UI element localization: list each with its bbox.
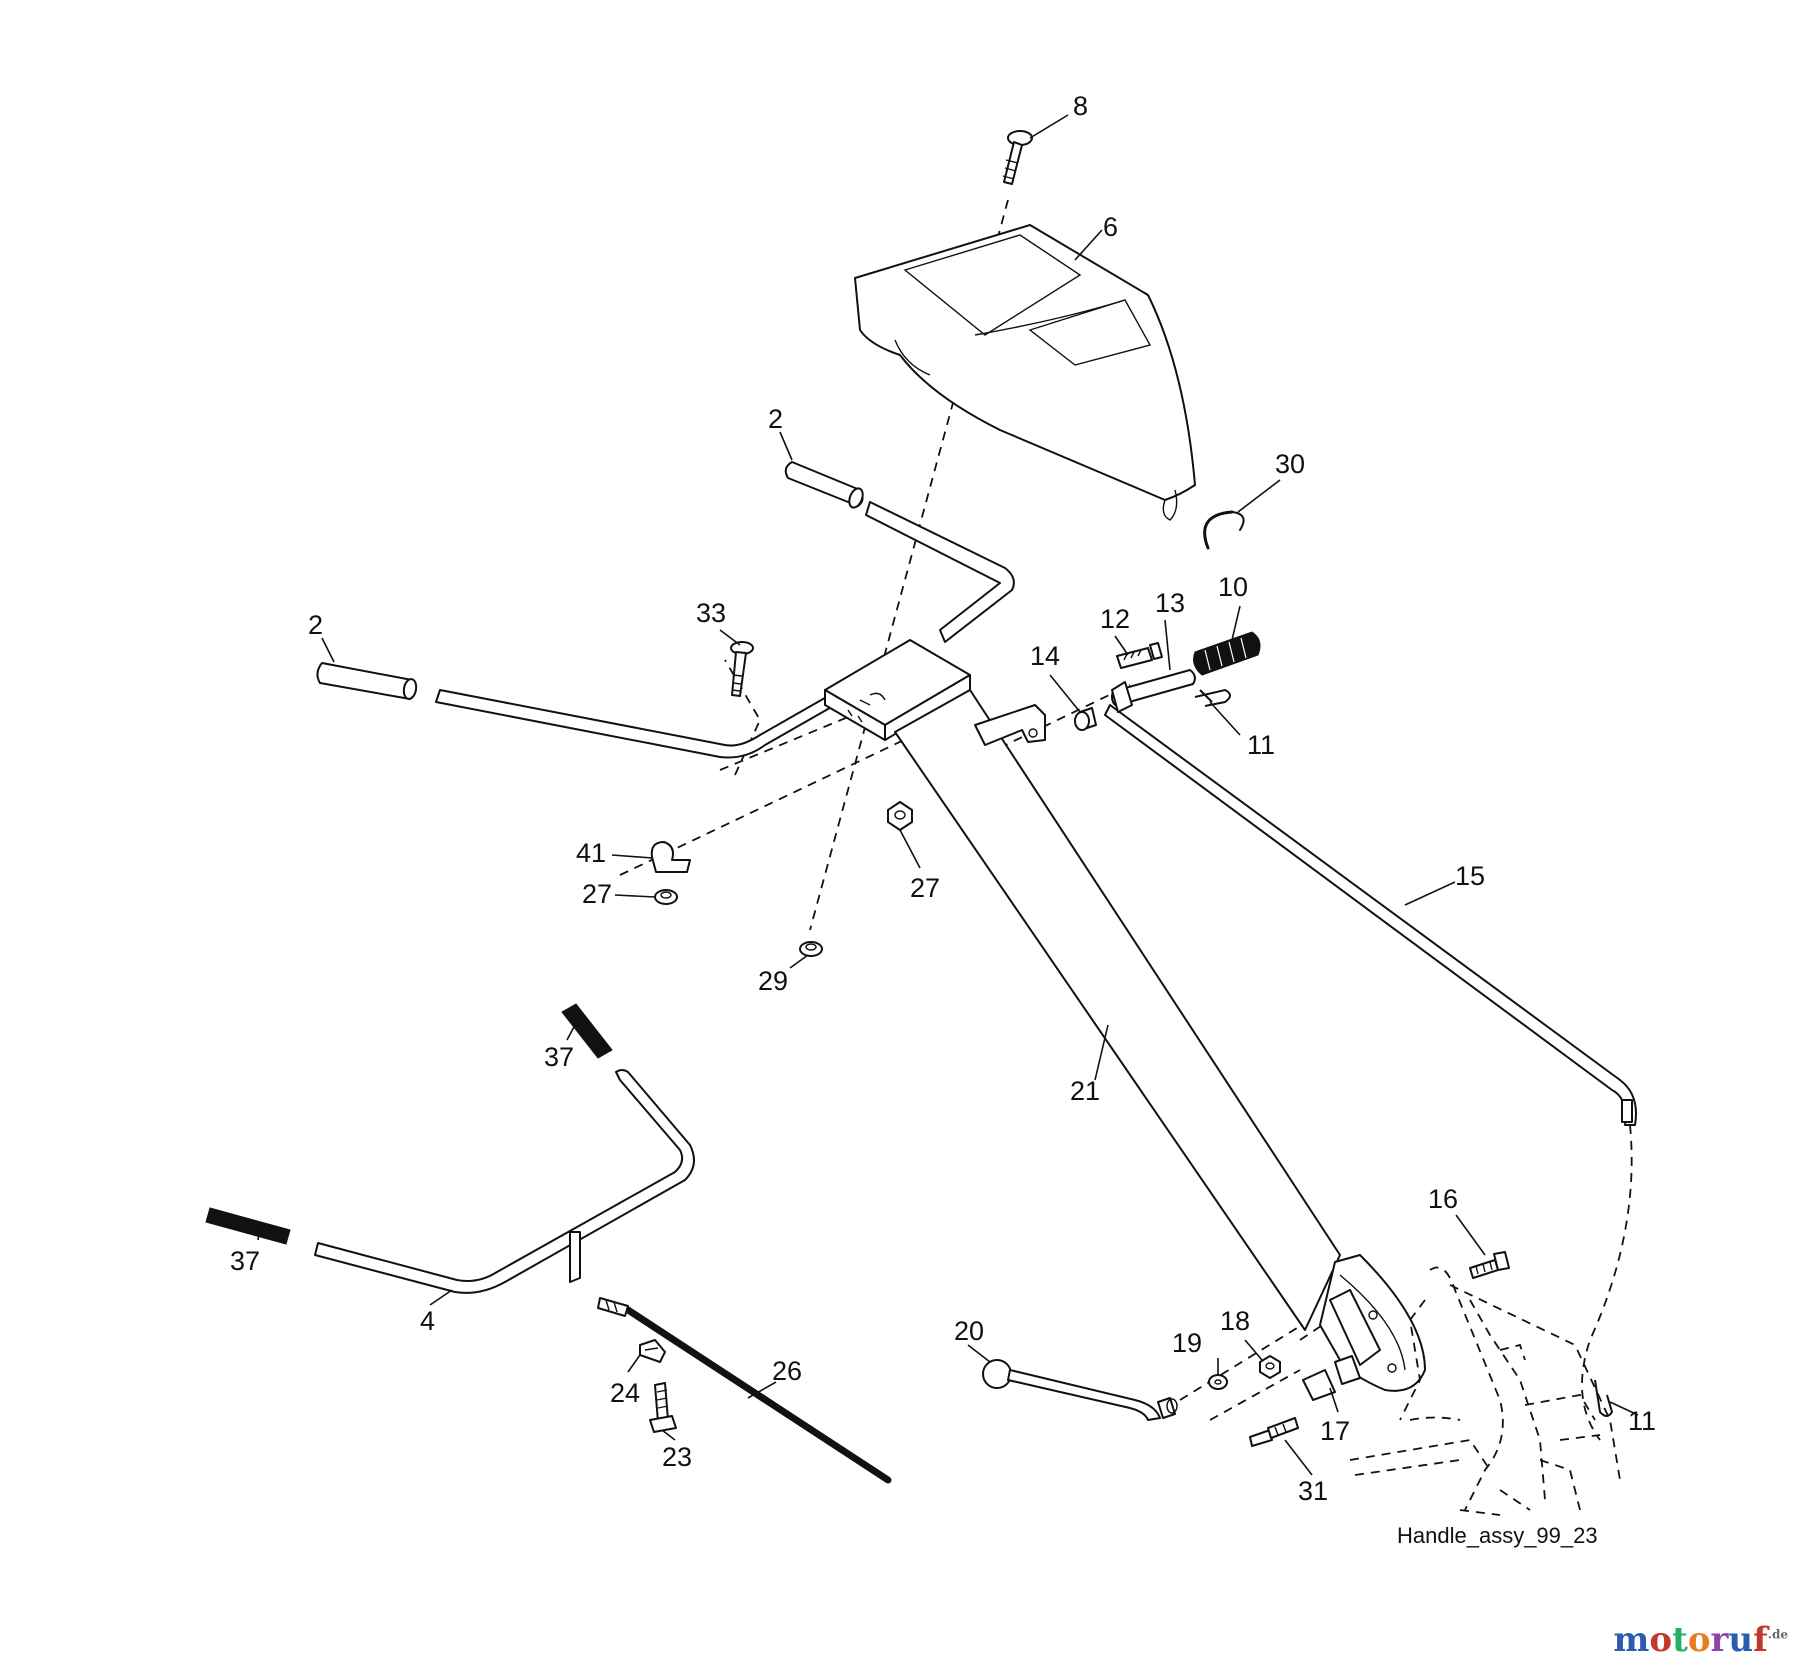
clip-30 [1203, 510, 1245, 550]
washer-19 [1208, 1374, 1228, 1390]
callout-27-left: 27 [582, 879, 612, 909]
callout-labels: 8 6 2 30 2 33 12 13 10 14 11 41 27 27 15… [230, 91, 1656, 1506]
callout-13: 13 [1155, 588, 1185, 618]
control-rod-15 [1104, 681, 1637, 1126]
callout-2-upper: 2 [768, 404, 783, 434]
callout-6: 6 [1103, 212, 1118, 242]
bolt-16 [1469, 1251, 1510, 1279]
leader-lines [257, 114, 1639, 1476]
callout-26: 26 [772, 1356, 802, 1386]
callout-12: 12 [1100, 604, 1130, 634]
cable-clip-24 [639, 1339, 666, 1363]
hairpin-clip-11-upper [1194, 688, 1231, 707]
callout-11-lower: 11 [1628, 1406, 1656, 1436]
callout-11-upper: 11 [1247, 730, 1275, 760]
callout-17: 17 [1320, 1416, 1350, 1446]
lower-pivot-bracket [1319, 1254, 1426, 1392]
hairpin-clip-11-lower [1594, 1379, 1614, 1417]
callout-23: 23 [662, 1442, 692, 1472]
callout-15: 15 [1455, 861, 1485, 891]
bolt-33 [730, 641, 754, 697]
callout-37-left: 37 [230, 1246, 260, 1276]
main-handle-tube [894, 689, 1341, 1331]
watermark-logo: motoruf.de [1613, 1620, 1788, 1660]
callout-16: 16 [1428, 1184, 1458, 1214]
console-cover [854, 224, 1196, 521]
bolt-23 [649, 1382, 677, 1433]
grip-37-upper [561, 1003, 613, 1059]
nut-27-center [887, 801, 913, 831]
callout-4: 4 [420, 1306, 435, 1336]
callout-29: 29 [758, 966, 788, 996]
bolt-12 [1116, 642, 1163, 669]
cable-26 [597, 1297, 892, 1484]
diagram-reference-label: Handle_assy_99_23 [1397, 1523, 1598, 1548]
callout-27-center: 27 [910, 873, 940, 903]
callout-20: 20 [954, 1316, 984, 1346]
callout-19: 19 [1172, 1328, 1202, 1358]
callout-21: 21 [1070, 1076, 1100, 1106]
callout-31: 31 [1298, 1476, 1328, 1506]
callout-8: 8 [1073, 91, 1088, 121]
lower-handle-4 [314, 1069, 695, 1294]
handle-clamp-block [824, 639, 971, 741]
screw-8 [1002, 130, 1033, 185]
nut-29 [799, 941, 823, 957]
callout-14: 14 [1030, 641, 1060, 671]
callout-18: 18 [1220, 1306, 1250, 1336]
callout-30: 30 [1275, 449, 1305, 479]
nut-18 [1259, 1355, 1281, 1379]
callout-33: 33 [696, 598, 726, 628]
ghost-frame [1349, 1266, 1621, 1516]
callout-24: 24 [610, 1378, 640, 1408]
spacer-17 [1302, 1355, 1361, 1401]
grip-upper [784, 461, 864, 509]
callout-37-upper: 37 [544, 1042, 574, 1072]
grip-37-left [205, 1207, 291, 1245]
clamp-41 [650, 841, 691, 873]
bushing-14 [1074, 707, 1097, 731]
grip-knob-10 [1193, 631, 1261, 676]
bolt-31 [1249, 1417, 1299, 1447]
callout-10: 10 [1218, 572, 1248, 602]
callout-41: 41 [576, 838, 606, 868]
callout-2-left: 2 [308, 610, 323, 640]
shift-lever-20 [982, 1359, 1178, 1421]
grip-left [316, 662, 418, 700]
nut-27-left [654, 889, 678, 905]
